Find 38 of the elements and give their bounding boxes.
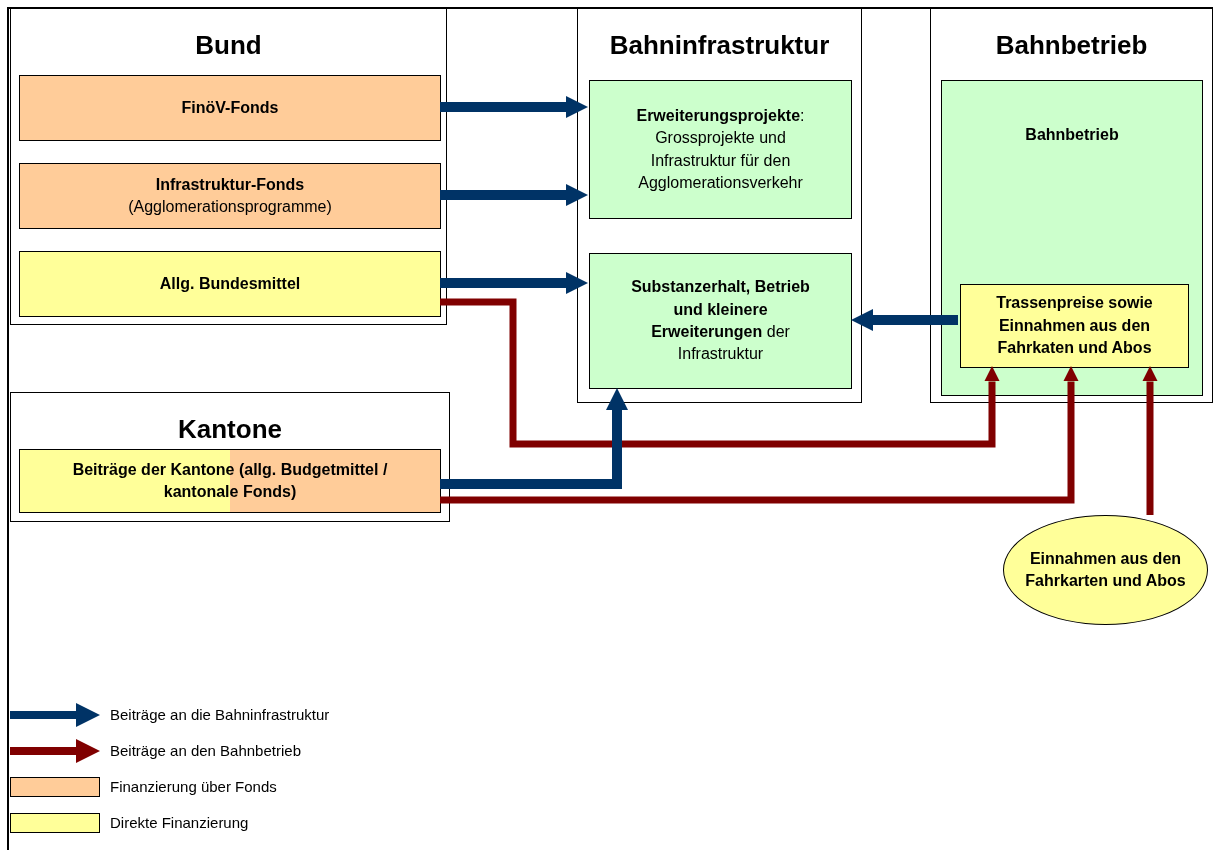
funding-box: [19, 251, 441, 317]
group-panel: [10, 392, 450, 522]
operation-box: [941, 80, 1203, 396]
group-heading: Bahnbetrieb: [994, 29, 1149, 62]
box-text: Trassenpreise sowie Einnahmen aus den Fahrkaten und Abos: [995, 293, 1154, 359]
arrow: [440, 184, 588, 206]
box-text: Einnahmen aus den Fahrkarten und Abos: [1024, 548, 1187, 591]
fund-box: [19, 163, 441, 229]
revenue-box: [960, 284, 1189, 368]
arrow: [851, 309, 958, 331]
group-panel: [577, 8, 862, 403]
box-text: Substanzerhalt, Betrieb und kleinere Erweiterungen der Infrastruktur: [630, 277, 811, 365]
group-heading: Kantone: [177, 413, 283, 446]
arrow: [440, 298, 1000, 448]
group-heading: Bund: [194, 29, 263, 62]
arrow: [440, 388, 628, 489]
legend-label: Beiträge an den Bahnbetrieb: [110, 740, 301, 761]
group-panel: [10, 8, 447, 325]
box-text: FinöV-Fonds: [181, 97, 279, 118]
box-heading: Bahnbetrieb: [1024, 125, 1120, 145]
group-heading: Bahninfrastruktur: [608, 29, 831, 62]
box-text: (Agglomerationsprogramme): [128, 197, 332, 217]
arrow: [440, 96, 588, 118]
legend-label: Beiträge an die Bahninfrastruktur: [110, 704, 330, 725]
legend-label: Finanzierung über Fonds: [110, 776, 277, 797]
fund-box: [19, 75, 441, 141]
group-panel: [930, 8, 1213, 403]
funding-box: [19, 449, 441, 513]
arrow: [440, 366, 1079, 504]
arrow: [1142, 366, 1158, 515]
box-text: Beiträge der Kantone (allg. Budgetmittel / kantonale Fonds): [71, 459, 389, 502]
project-box: [589, 80, 852, 219]
project-box: [589, 253, 852, 389]
box-text: Infrastruktur-Fonds: [155, 174, 305, 195]
legend-label: Direkte Finanzierung: [110, 812, 249, 833]
arrow: [440, 272, 588, 294]
box-text: Erweiterungsprojekte: Grossprojekte und Infrastruktur für den Agglomerationsverkehr: [635, 105, 806, 193]
box-text: Allg. Bundesmittel: [159, 273, 301, 294]
